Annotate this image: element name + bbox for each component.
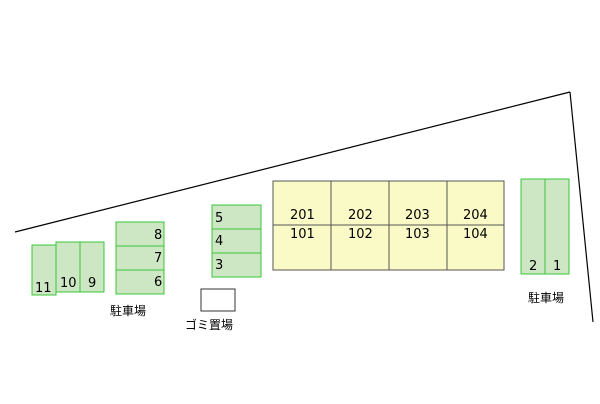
unit-202-label: 202 (348, 208, 373, 223)
parking-space-4 (211, 228, 262, 254)
garbage-area-label: ゴミ置場 (185, 318, 234, 332)
parking-space-6-label: 6 (154, 275, 163, 290)
unit-101-label: 101 (290, 227, 315, 242)
unit-201-label: 201 (290, 208, 315, 223)
boundary-line-right (569, 91, 594, 323)
parking-space-4-label: 4 (215, 234, 224, 249)
parking-mid-group (211, 204, 262, 278)
unit-204-label: 204 (463, 208, 488, 223)
parking-space-2 (520, 178, 546, 275)
parking-space-3-label: 3 (215, 258, 224, 273)
unit-102-label: 102 (348, 227, 373, 242)
parking-center-group (115, 221, 165, 295)
parking-space-2-label: 2 (529, 259, 538, 274)
parking-space-9-label: 9 (88, 276, 97, 291)
parking-space-7-label: 7 (154, 251, 163, 266)
parking-right-label: 駐車場 (528, 291, 565, 305)
parking-left-group (31, 241, 105, 296)
parking-center-label: 駐車場 (110, 304, 147, 318)
parking-space-1 (544, 178, 570, 275)
parking-space-10 (55, 241, 81, 293)
parking-space-5 (211, 204, 262, 230)
parking-space-6 (115, 269, 165, 295)
parking-space-11-label: 11 (35, 281, 52, 296)
parking-space-9 (79, 241, 105, 293)
parking-space-1-label: 1 (553, 259, 562, 274)
parking-space-10-label: 10 (60, 276, 77, 291)
parking-space-7 (115, 245, 165, 271)
garbage-area (200, 288, 236, 312)
building-group (272, 180, 505, 271)
parking-right-group (520, 178, 570, 275)
parking-space-3 (211, 252, 262, 278)
unit-203-label: 203 (405, 208, 430, 223)
parking-space-5-label: 5 (215, 211, 224, 226)
unit-104-label: 104 (463, 227, 488, 242)
unit-103-label: 103 (405, 227, 430, 242)
parking-space-8-label: 8 (154, 228, 163, 243)
boundary-line-top (14, 91, 571, 233)
